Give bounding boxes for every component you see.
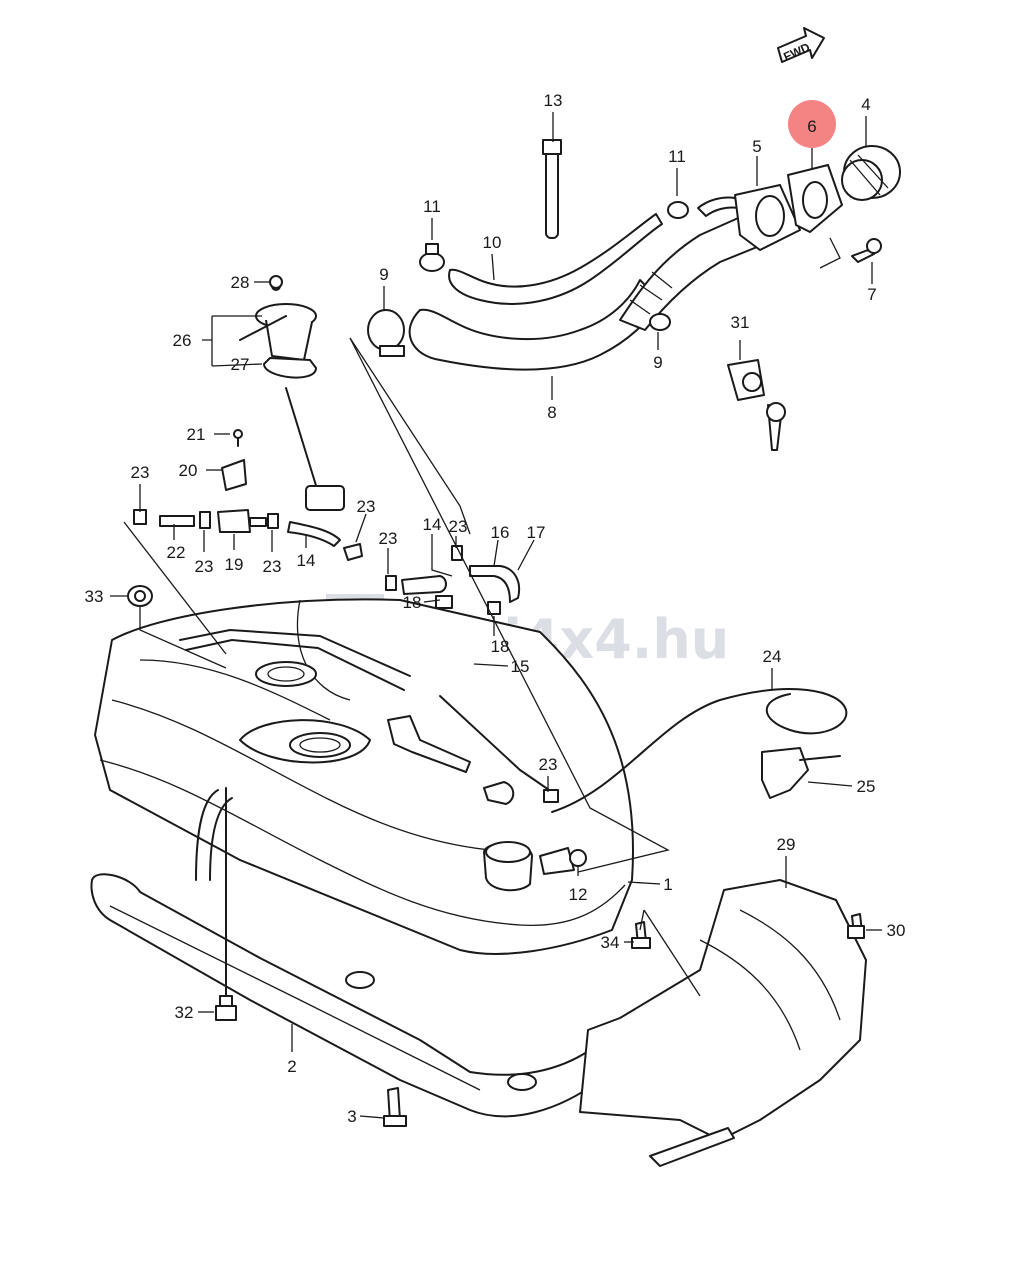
screw-7 <box>851 238 882 263</box>
part-label-34: 34 <box>601 933 620 952</box>
part-label-16: 16 <box>491 523 510 542</box>
part-label-10: 10 <box>483 233 502 252</box>
fuel-gauge-float <box>285 387 345 511</box>
part-label-9-right: 9 <box>653 353 662 372</box>
part-label-14-left: 14 <box>297 551 316 570</box>
clip-23-left <box>133 509 147 525</box>
leader-lines <box>110 112 882 1119</box>
part-label-29: 29 <box>777 835 796 854</box>
part-number-labels: 13 11 5 6 4 7 11 10 9 9 8 31 28 26 27 21… <box>85 91 906 1126</box>
part-label-9-left: 9 <box>379 265 388 284</box>
part-label-26: 26 <box>173 331 192 350</box>
clamp-9-left <box>367 309 405 357</box>
part-label-32: 32 <box>175 1003 194 1022</box>
part-label-18-right: 18 <box>491 637 510 656</box>
breather-hose-10 <box>448 213 663 305</box>
part-label-11-left: 11 <box>423 197 441 216</box>
fuel-tank-1 <box>94 598 634 955</box>
part-label-5: 5 <box>752 137 761 156</box>
bolt-32 <box>215 995 237 1021</box>
part-label-19: 19 <box>225 555 244 574</box>
hose-14-left <box>287 521 341 547</box>
lock-cylinder-31 <box>727 359 786 451</box>
bracket-25 <box>761 747 841 799</box>
part-label-14-right: 14 <box>423 515 442 534</box>
part-label-2: 2 <box>287 1057 296 1076</box>
part-label-30: 30 <box>887 921 906 940</box>
part-label-27: 27 <box>231 355 250 374</box>
part-label-20: 20 <box>179 461 198 480</box>
clamp-9-right <box>649 313 671 331</box>
part-label-21: 21 <box>187 425 206 444</box>
part-label-1: 1 <box>663 875 672 894</box>
vapor-hose-24 <box>551 688 848 813</box>
fwd-arrow-icon: FWD <box>777 27 825 64</box>
part-label-6: 6 <box>807 117 816 136</box>
part-label-15: 15 <box>511 657 530 676</box>
clamp-11-left <box>419 243 445 272</box>
part-label-23-c: 23 <box>263 557 282 576</box>
part-label-31: 31 <box>731 313 750 332</box>
part-label-33: 33 <box>85 587 104 606</box>
filler-neck-flange-5 <box>734 184 801 251</box>
nut-33 <box>127 585 153 607</box>
protector-29 <box>579 879 867 1167</box>
part-label-28: 28 <box>231 273 250 292</box>
part-label-13: 13 <box>544 91 563 110</box>
screw-28 <box>269 275 283 289</box>
part-label-4: 4 <box>861 95 870 114</box>
fuel-pump-26 <box>239 281 317 379</box>
part-label-23-f: 23 <box>449 517 468 536</box>
bolt-30 <box>847 913 865 939</box>
part-label-25: 25 <box>857 777 876 796</box>
part-label-23-e: 23 <box>379 529 398 548</box>
part-label-8: 8 <box>547 403 556 422</box>
part-label-23-b: 23 <box>195 557 214 576</box>
gasket-6 <box>787 164 843 233</box>
highlight-marker <box>788 100 836 148</box>
part-label-18-left: 18 <box>403 593 422 612</box>
part-label-7: 7 <box>867 285 876 304</box>
part-label-24: 24 <box>763 647 782 666</box>
part-label-23-a: 23 <box>131 463 150 482</box>
part-label-3: 3 <box>347 1107 356 1126</box>
fuel-cap-4 <box>841 145 901 201</box>
tie-strap-13 <box>542 139 562 239</box>
part-label-11-right: 11 <box>668 147 686 166</box>
bracket-20-21 <box>221 429 247 491</box>
part-label-23-d: 23 <box>357 497 376 516</box>
bolt-3 <box>383 1087 407 1127</box>
part-label-17: 17 <box>527 523 546 542</box>
part-label-23-g: 23 <box>539 755 558 774</box>
clamp-11-right <box>667 201 689 219</box>
fuel-filter-19 <box>159 509 279 533</box>
part-label-22: 22 <box>167 543 186 562</box>
part-label-12: 12 <box>569 885 588 904</box>
